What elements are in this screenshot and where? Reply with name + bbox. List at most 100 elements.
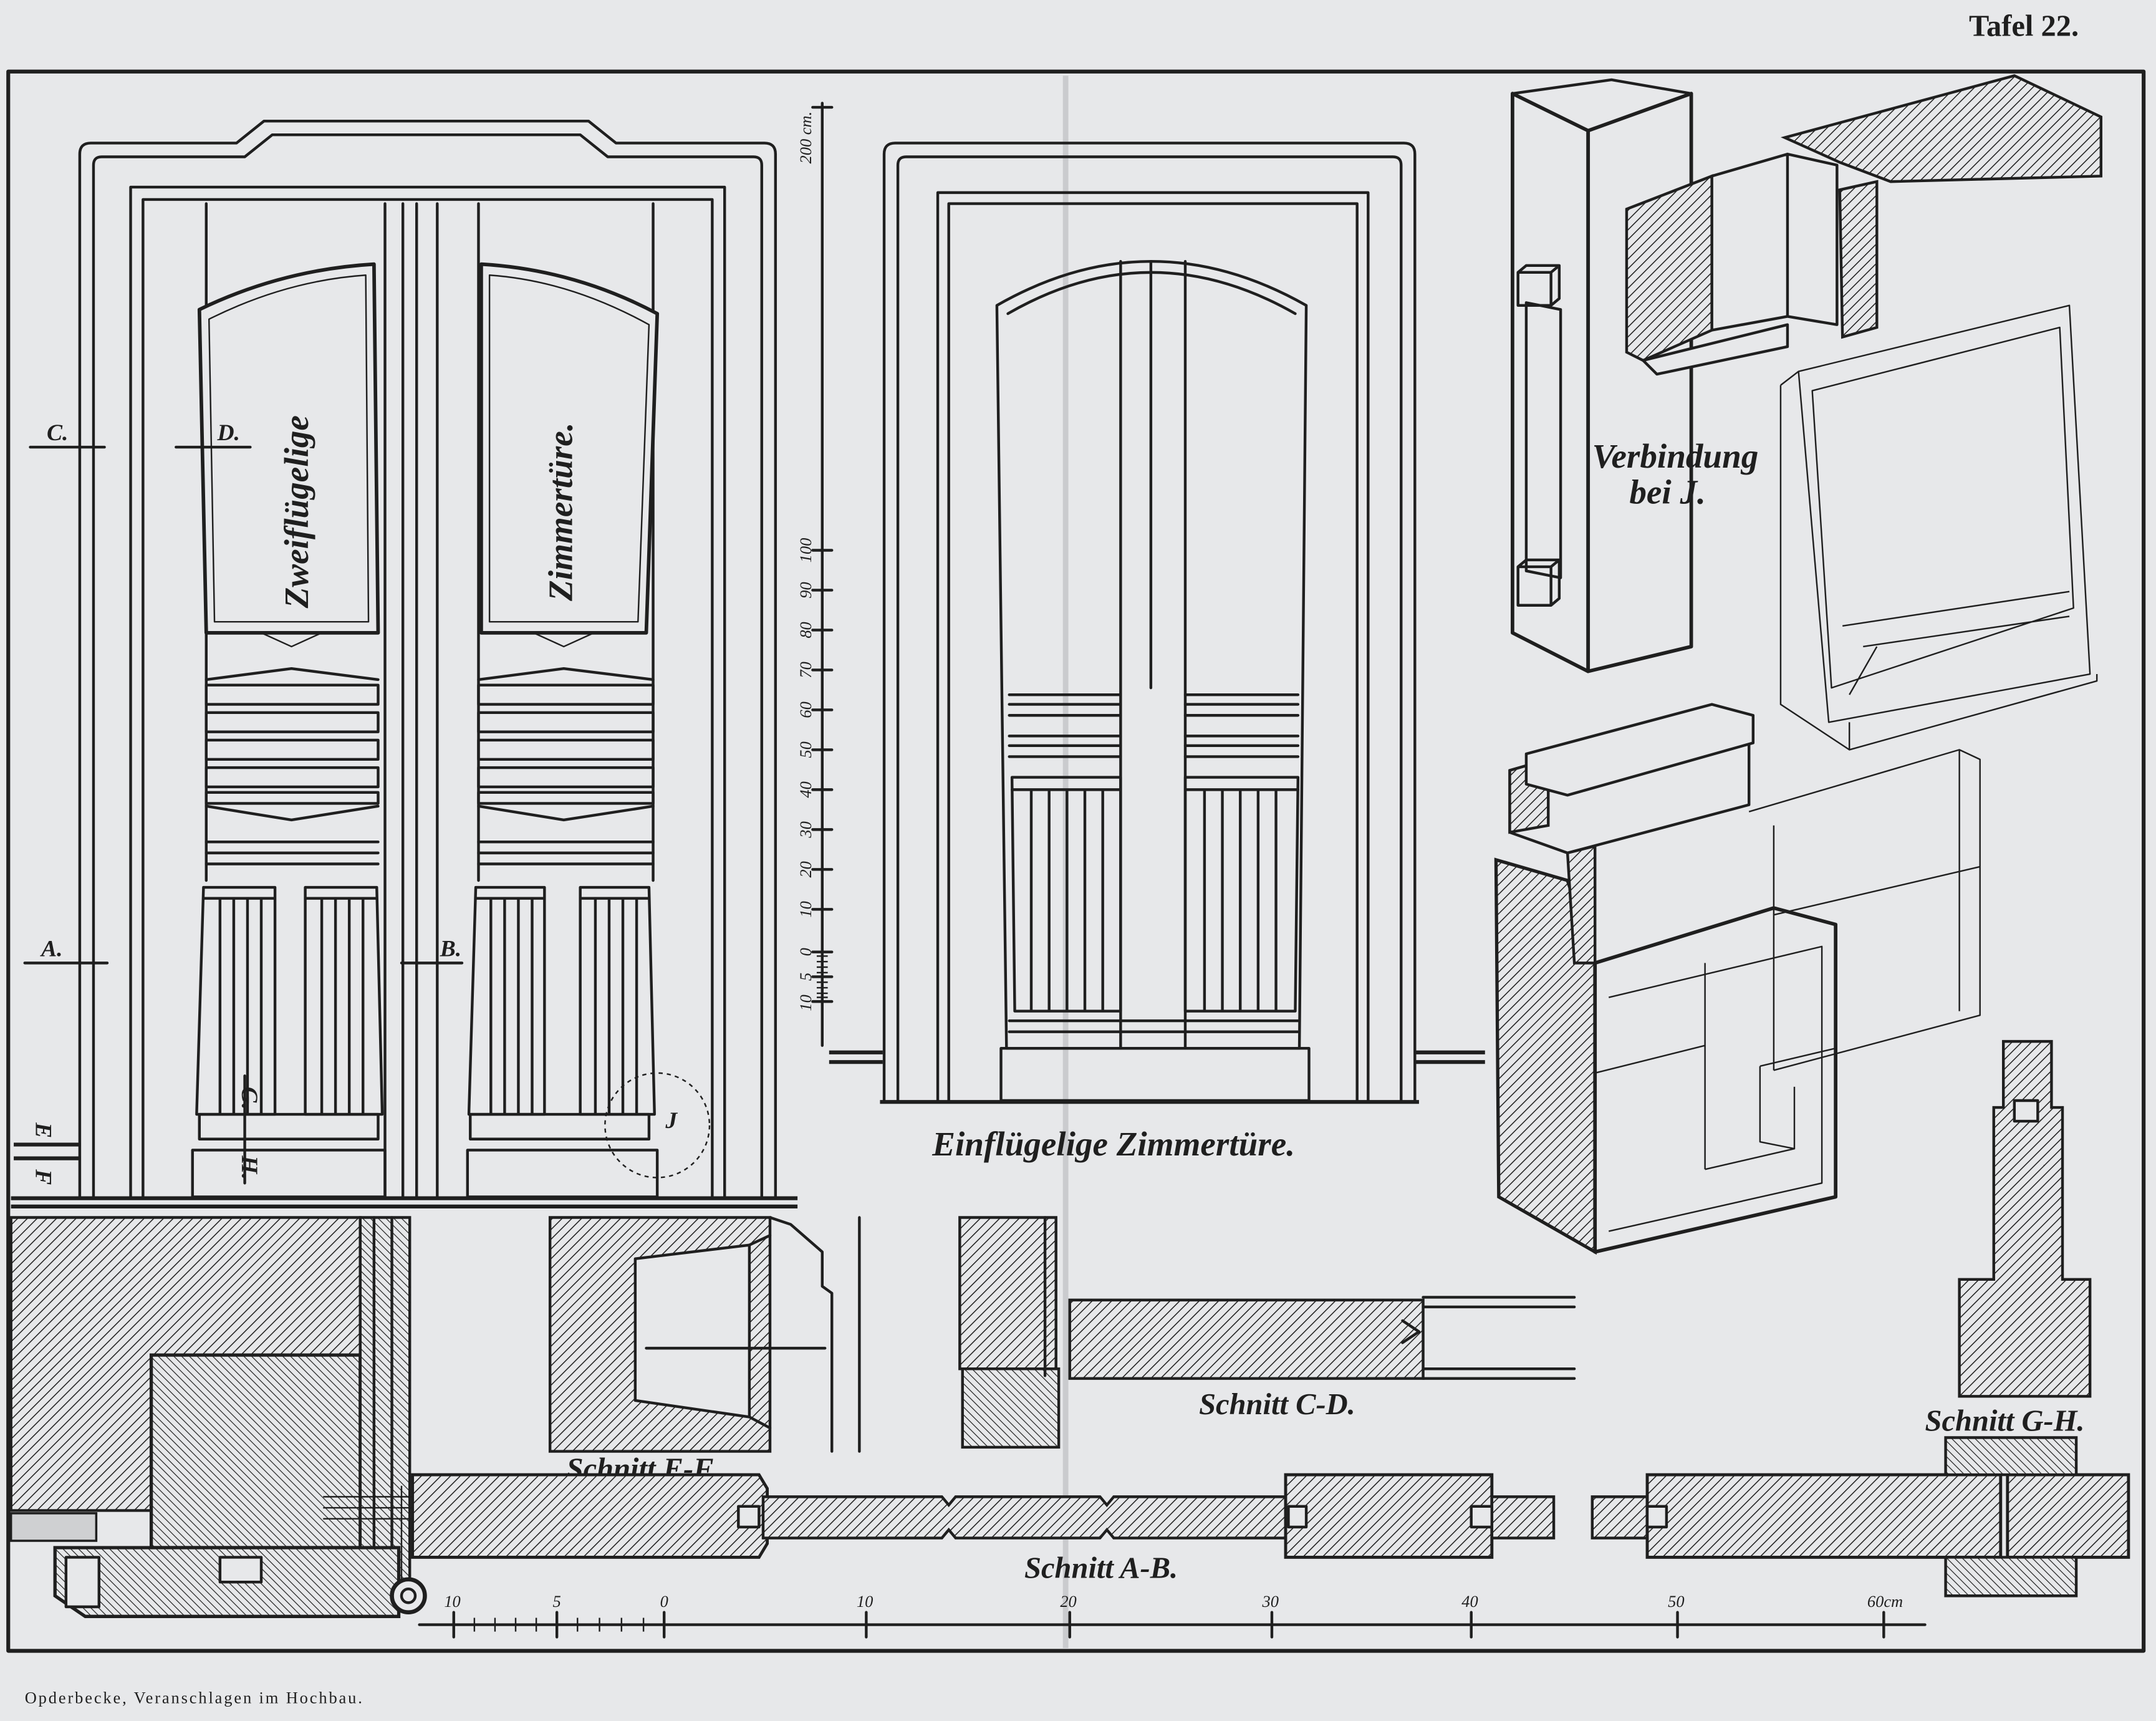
height-scale-tick: 90 [796, 582, 815, 598]
section-e-f: Schnitt E-F. [548, 1216, 861, 1486]
height-scale-top-label: 200 cm. [796, 112, 815, 164]
double-door-cut-lines [23, 445, 464, 1185]
double-door-floor-line [11, 1142, 798, 1208]
left-leaf-glass-inner [208, 274, 370, 648]
section-c-d-jamb-hatched [958, 1216, 1057, 1371]
section-a-b-label: Schnitt A-B. [1024, 1552, 1178, 1585]
length-scale-tick: 30 [1262, 1592, 1279, 1611]
left-leaf-glass-panel [197, 262, 380, 635]
cut-label-e: E [30, 1122, 55, 1138]
floor-base-inner [64, 1556, 263, 1609]
wall-section [9, 1216, 427, 1618]
length-scale-tick: 20 [1060, 1592, 1076, 1611]
section-c-d-panel-hatched [1068, 1298, 1425, 1380]
height-scale-rule [811, 102, 834, 1047]
hinge-pins [323, 1485, 413, 1583]
right-leaf-louvre-panel [477, 667, 655, 822]
section-e-f-profile [645, 1216, 861, 1453]
height-scale-tick: 20 [796, 861, 815, 877]
double-door-rails [205, 841, 655, 865]
moulding-profile-hatched [1625, 174, 1713, 362]
single-door-rails [1008, 693, 1300, 758]
post-block-front-face [1586, 92, 1693, 673]
length-scale-tick: 40 [1461, 1592, 1478, 1611]
section-a-b: Schnitt A-B. [411, 1436, 2130, 1598]
cut-label-a: A. [40, 936, 62, 962]
length-scale-minor-ticks [473, 1617, 645, 1632]
cut-label-g: G. [236, 1087, 262, 1109]
section-a-b-panel-thin [761, 1495, 1287, 1540]
frame-joint-isometric [1494, 703, 1981, 1255]
section-g-h: Schnitt G-H. [1925, 1039, 2092, 1437]
double-door-label-line2: Zimmertüre. [541, 423, 579, 602]
length-scale-tick: 10 [444, 1592, 460, 1611]
double-door-architrave [78, 119, 777, 1198]
section-g-h-tongue [2013, 1099, 2039, 1123]
post-mortise-slot [1516, 264, 1562, 607]
hinge-knuckle [390, 1577, 427, 1615]
height-scale-tick: 0 [796, 948, 815, 956]
right-leaf-glass-inner [488, 274, 650, 648]
plate-footer: Opderbecke, Veranschlagen im Hochbau. [25, 1688, 364, 1707]
section-a-b-grooves [737, 1505, 1668, 1529]
detail-ref-j: J [665, 1108, 678, 1134]
joint-tenon-outline [1594, 749, 1981, 1232]
moulding-profile-face [1642, 152, 1839, 376]
double-door-elevation: Zweiflügelige Zimmertüre. C. D. A. B. E … [11, 119, 798, 1208]
cut-label-c: C. [47, 420, 68, 446]
length-scale-tick: 0 [660, 1592, 668, 1611]
door-jamb-strip [359, 1216, 411, 1598]
height-scale-tick: 80 [796, 622, 815, 638]
height-scale-tick: 70 [796, 662, 815, 678]
single-door-fluted-panels [1010, 776, 1300, 1013]
height-scale: 200 cm. 100 90 80 70 60 50 40 30 20 10 0… [796, 102, 834, 1047]
joint-detail-j: Verbindung bei J. [1511, 74, 2102, 751]
left-leaf-louvre-panel [205, 667, 380, 822]
length-scale-tick: 10 [857, 1592, 873, 1611]
single-door-floor-line [829, 1050, 1485, 1104]
right-leaf-glass-panel [479, 262, 660, 635]
section-a-b-cross-piece [1944, 1436, 2078, 1598]
joint-detail-label-line2: bei J. [1629, 473, 1705, 511]
length-scale: 10 5 0 10 20 30 40 50 60cm [418, 1592, 1927, 1639]
section-a-b-stile-left [411, 1473, 769, 1559]
section-c-d-label: Schnitt C-D. [1199, 1388, 1355, 1421]
length-scale-tick: 60cm [1867, 1592, 1903, 1611]
frame-top-bar-hatched [1781, 74, 2102, 183]
tenon-box-outline [1779, 304, 2098, 751]
hinge-knuckle-pin [400, 1587, 417, 1604]
single-door-panel-splits [1119, 259, 1187, 1050]
left-leaf-fluted-panels [195, 885, 384, 1116]
height-scale-minor-ticks [816, 955, 828, 998]
single-door-architrave [882, 142, 1417, 1102]
height-scale-tick: 10 [796, 995, 815, 1011]
joint-detail-label-line1: Verbindung [1592, 437, 1759, 475]
section-c-d-casing-hatched [961, 1367, 1061, 1449]
height-scale-tick: 50 [796, 741, 815, 758]
height-scale-tick: 10 [796, 901, 815, 917]
section-a-b-stile-middle [1284, 1473, 1494, 1559]
section-g-h-stile-hatched [1958, 1039, 2092, 1398]
section-e-f-groove [633, 1243, 751, 1419]
double-door-plinths [191, 1112, 659, 1198]
door-jamb-lines [372, 1216, 393, 1584]
double-door-frame [129, 185, 726, 1198]
double-door-label-line1: Zweiflügelige [277, 415, 315, 609]
frame-rebate-hatched [1838, 180, 1879, 339]
height-scale-tick: 30 [796, 821, 815, 838]
single-door-elevation: Einflügelige Zimmertüre. [829, 142, 1485, 1163]
height-scale-tick: 60 [796, 701, 815, 718]
section-a-b-panel-stub [1490, 1495, 1649, 1540]
height-scale-tick: 40 [796, 781, 815, 798]
joint-block-upper-lip [1524, 703, 1755, 797]
length-scale-tick: 5 [553, 1592, 561, 1611]
plate-title: Tafel 22. [1969, 9, 2079, 42]
single-door-plinth [999, 1019, 1311, 1102]
right-leaf-fluted-panels [467, 885, 656, 1116]
plaster-band [9, 1512, 98, 1542]
height-scale-tick: 100 [796, 538, 815, 563]
joint-block-front-face [1593, 906, 1838, 1254]
section-c-d-lines [1043, 1216, 1576, 1380]
